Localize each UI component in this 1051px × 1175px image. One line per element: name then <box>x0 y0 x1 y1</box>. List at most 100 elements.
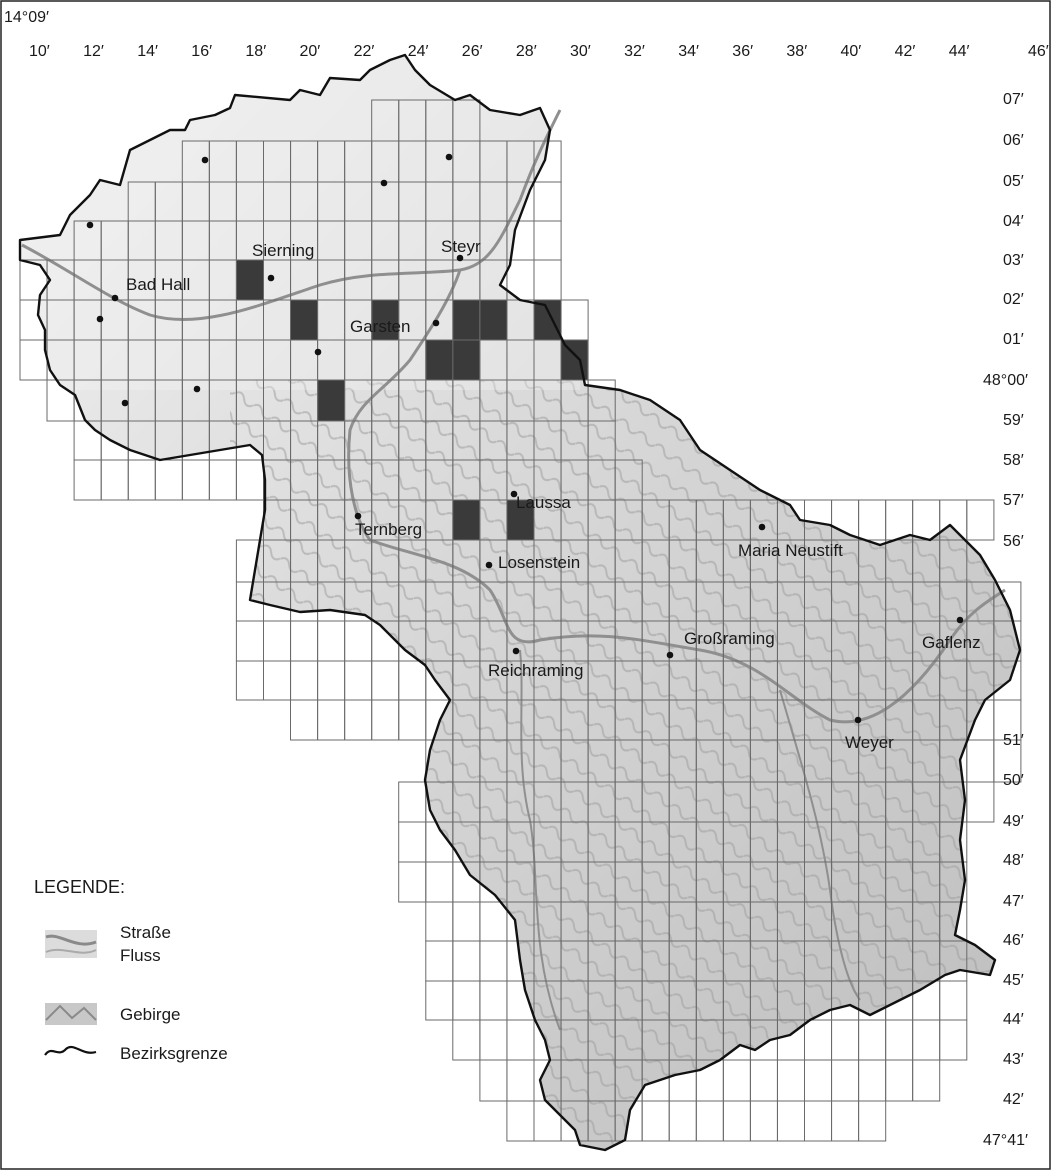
grid-cell <box>722 1100 751 1142</box>
grid-cell <box>235 660 264 701</box>
longitude-label: 22′ <box>354 43 375 60</box>
occupied-grid-cell <box>318 380 345 421</box>
town-label: Losenstein <box>498 553 580 572</box>
grid-cell <box>966 739 995 783</box>
district-border <box>18 53 1022 1152</box>
grid-cell <box>317 660 346 701</box>
longitude-label: 14′ <box>137 43 158 60</box>
occupied-grid-cell <box>236 260 263 300</box>
grid-cell <box>398 861 427 903</box>
grid-cell <box>912 1019 941 1061</box>
latitude-label: 47′ <box>1003 893 1024 910</box>
town-label: Reichraming <box>488 661 583 680</box>
grid-cell <box>154 459 183 501</box>
longitude-labels: 10′12′14′16′18′20′22′24′26′28′30′32′34′3… <box>29 43 1049 60</box>
legend-border-swatch <box>44 1045 97 1056</box>
latitude-label: 48′ <box>1003 852 1024 869</box>
grid-cell <box>804 1100 833 1142</box>
town-dot <box>510 490 518 498</box>
record-dot <box>314 348 322 356</box>
occupied-grid-cell <box>372 300 399 340</box>
occupied-grid-cell <box>426 340 453 380</box>
town-label: Sierning <box>252 241 314 260</box>
river-enns <box>347 269 1006 724</box>
record-dot <box>96 315 104 323</box>
record-dot <box>121 399 129 407</box>
longitude-label: 10′ <box>29 43 50 60</box>
grid-cell <box>479 1059 508 1102</box>
grid-cell <box>560 299 589 341</box>
latitude-label: 57′ <box>1003 492 1024 509</box>
record-dot <box>193 385 201 393</box>
grid-cell <box>344 660 373 701</box>
grid-cell <box>398 660 427 701</box>
latitude-label: 49′ <box>1003 813 1024 830</box>
longitude-label: 26′ <box>462 43 483 60</box>
town-dot <box>354 512 362 520</box>
town-dot <box>267 274 275 282</box>
town-dot <box>666 651 674 659</box>
town-label: Steyr <box>441 237 481 256</box>
grid-cell <box>831 1019 860 1061</box>
longitude-label: 36′ <box>732 43 753 60</box>
latitude-labels: 07′06′05′04′03′02′01′48°00′59′58′57′56′5… <box>983 91 1028 1149</box>
latitude-label: 44′ <box>1003 1011 1024 1028</box>
grid-cell <box>290 699 319 741</box>
town-dot <box>854 716 862 724</box>
record-dot <box>380 179 388 187</box>
occupied-grid-cell <box>453 340 480 380</box>
grid-cell <box>966 499 995 541</box>
grid-cell <box>533 181 562 222</box>
grid-cell <box>425 940 454 982</box>
grid-cell <box>831 1100 860 1142</box>
grid-cell <box>479 980 508 1021</box>
grid-cell <box>776 1100 806 1142</box>
grid-cell <box>993 739 1022 783</box>
grid-cell <box>804 1019 833 1061</box>
grid-cell <box>722 1059 751 1102</box>
grid-cell <box>452 980 481 1021</box>
legend: LEGENDE: Straße Fluss Gebirge Bezirksgre… <box>34 877 228 1063</box>
grid-cell <box>479 901 508 942</box>
longitude-label: 20′ <box>300 43 321 60</box>
grid-cell <box>939 980 968 1021</box>
grid-cell <box>398 699 427 741</box>
grid-cell <box>290 660 319 701</box>
grid-cell <box>398 781 427 823</box>
grid-cell <box>317 620 346 662</box>
grid-cell <box>425 861 454 903</box>
grid-cell <box>290 620 319 662</box>
grid-cell <box>452 901 481 942</box>
longitude-label: 42′ <box>895 43 916 60</box>
town-dot <box>456 254 464 262</box>
grid-cell <box>506 1059 535 1102</box>
record-dot <box>201 156 209 164</box>
town-dot <box>111 294 119 302</box>
occupied-grid-cell <box>507 500 534 540</box>
latitude-label: 45′ <box>1003 972 1024 989</box>
grid-cell <box>506 1019 535 1061</box>
latitude-label: 59′ <box>1003 412 1024 429</box>
town-dot <box>758 523 766 531</box>
grid-cell <box>479 940 508 982</box>
town-label: Gaflenz <box>922 633 981 652</box>
grid-cell <box>317 699 346 741</box>
grid-cell <box>19 339 48 381</box>
town-label: Garsten <box>350 317 410 336</box>
legend-border-label: Bezirksgrenze <box>120 1044 228 1063</box>
legend-river-label: Fluss <box>120 946 161 965</box>
latitude-label: 04′ <box>1003 213 1024 230</box>
grid-cell <box>452 1019 481 1061</box>
latitude-label: 05′ <box>1003 173 1024 190</box>
latitude-label: 02′ <box>1003 291 1024 308</box>
grid-cell <box>858 1019 887 1061</box>
grid-cell <box>912 1059 941 1102</box>
grid-cell <box>425 901 454 942</box>
grid-cell <box>776 1059 806 1102</box>
latitude-label: 06′ <box>1003 132 1024 149</box>
town-dot <box>485 561 493 569</box>
